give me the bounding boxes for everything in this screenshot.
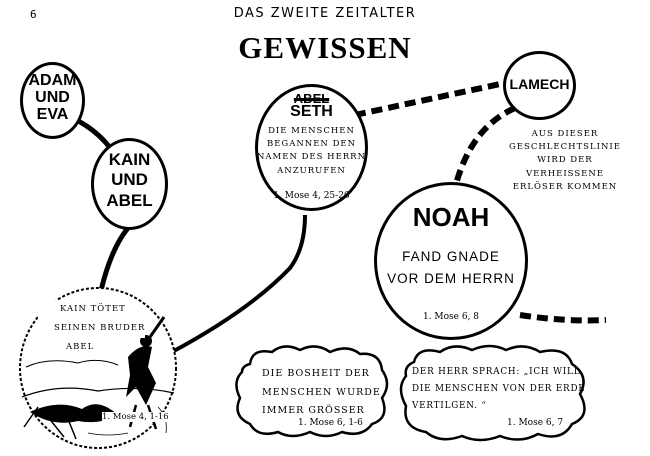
node-noah-text: FAND GNADE VOR DEM HERRN [387,249,515,287]
node-noah [374,182,528,340]
cloud-1-text: DIE BOSHEIT DER MENSCHEN WURDE IMMER GRÖ… [262,368,381,417]
cloud-1-reference: 1. Mose 6, 1-6 [298,418,363,428]
line-kain-to-illustration [97,226,130,296]
chapter-title: GEWISSEN [238,30,412,65]
dashed-seth-to-lamech [354,80,506,118]
node-lamech [503,51,576,120]
line-illustration-to-seth [171,214,307,354]
cloud-bubble-2 [399,344,586,442]
illustration-reference: 1. Mose 4, 1-16 [102,412,169,422]
cloud-2-reference: 1. Mose 6, 7 [507,418,564,428]
cloud-2-text: DER HERR SPRACH: „ICH WILL DIE MENSCHEN … [412,367,586,412]
dashed-noah-onward [519,312,607,324]
node-abel-struck: ABEL [293,91,330,106]
cloud-bubble-1 [235,345,389,438]
illustration-caption: KAIN TÖTET SEINEN BRUDER ABEL [38,300,148,358]
node-adam-eva [20,62,85,139]
node-kain-abel-label: KAIN UND ABEL [106,150,153,210]
node-seth-name: SETH [290,103,333,120]
node-noah-name: NOAH [412,202,490,232]
node-lamech-name: LAMECH [509,76,570,92]
node-seth-text: DIE MENSCHEN BEGANNEN DEN NAMEN DES HERR… [256,126,367,176]
page-number: 6 [30,8,37,21]
lineage-note: AUS DIESER GESCHLECHTSLINIE WIRD DER VER… [509,129,621,192]
node-kain-abel [91,138,168,230]
node-adam-eva-label: ADAM UND EVA [28,72,77,123]
node-noah-reference: 1. Mose 6, 8 [422,312,480,322]
dashed-lamech-to-noah [452,105,517,189]
running-title: DAS ZWEITE ZEITALTER [233,6,417,21]
node-seth-reference: 1. Mose 4, 25-26 [273,191,350,201]
node-abel-seth [255,84,368,211]
